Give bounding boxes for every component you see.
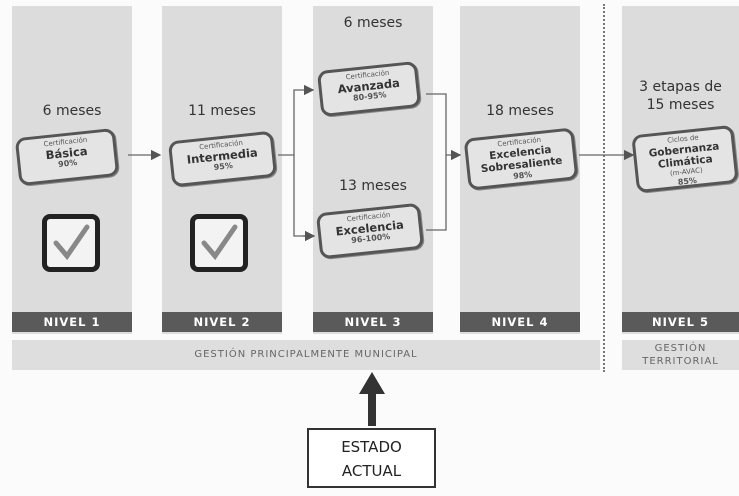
- territorial-divider: [603, 4, 605, 372]
- municipal-strip: [12, 340, 600, 370]
- arrow-right-icon: [278, 84, 315, 156]
- level-5-duration-line-1: 3 etapas de: [639, 79, 722, 95]
- level-3-column: [313, 6, 433, 334]
- territorial-label-line-1: GESTIÓN: [654, 343, 707, 354]
- territorial-strip: [622, 340, 739, 370]
- level-3-bar: NIVEL 3: [313, 312, 433, 332]
- level-5-certification-badge: Ciclos de Gobernanza Climática (m-AVAC) …: [631, 124, 739, 194]
- current-state-line-2: ACTUAL: [341, 462, 402, 480]
- municipal-label: GESTIÓN PRINCIPALMENTE MUNICIPAL: [194, 349, 418, 360]
- current-state-box: ESTADO ACTUAL: [307, 428, 436, 488]
- level-5-duration-line-2: 15 meses: [646, 97, 715, 113]
- level-4-bar: NIVEL 4: [460, 312, 580, 332]
- level-5-duration: 3 etapas de 15 meses: [622, 78, 739, 114]
- arrow-right-icon: [426, 155, 447, 231]
- level-2-completed-checkbox: [190, 214, 248, 272]
- level-2-duration: 11 meses: [188, 103, 256, 119]
- current-state-line-1: ESTADO: [341, 438, 402, 456]
- level-5-bar: NIVEL 5: [622, 312, 739, 332]
- level-1-duration: 6 meses: [42, 103, 102, 119]
- check-icon: [53, 224, 90, 261]
- territorial-label-line-2: TERRITORIAL: [642, 356, 719, 367]
- arrow-right-icon: [293, 155, 316, 242]
- check-icon: [201, 224, 238, 261]
- level-1-bar: NIVEL 1: [12, 312, 132, 332]
- arrow-up-icon: [359, 372, 385, 426]
- arrow-right-icon: [426, 93, 462, 161]
- level-3-avanzada-duration: 6 meses: [343, 15, 403, 31]
- level-2-bar: NIVEL 2: [162, 312, 282, 332]
- territorial-label: GESTIÓN TERRITORIAL: [622, 342, 739, 368]
- level-3-excelencia-duration: 13 meses: [339, 178, 407, 194]
- level-4-duration: 18 meses: [486, 103, 554, 119]
- level-1-completed-checkbox: [42, 214, 100, 272]
